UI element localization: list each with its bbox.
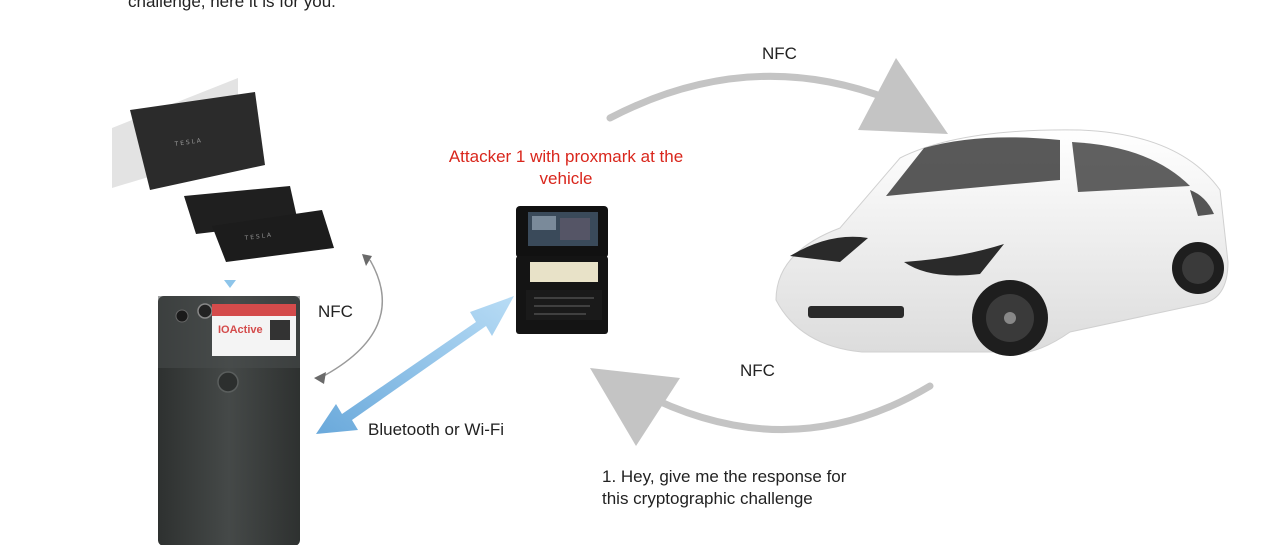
attacker-label-line1: Attacker 1 with proxmark at the xyxy=(448,147,684,166)
pointer-icon xyxy=(224,280,236,288)
key-cards: T E S L A xyxy=(184,186,334,262)
top-caption: challenge, here it is for you. xyxy=(128,0,336,11)
attacker-label: Attacker 1 with proxmark at the vehicle xyxy=(418,146,714,190)
bluetooth-label: Bluetooth or Wi-Fi xyxy=(368,420,505,439)
nfc-arrow-left xyxy=(314,254,384,384)
nfc-label-bottom: NFC xyxy=(740,361,775,380)
svg-text:T E S L A: T E S L A xyxy=(173,137,202,148)
nfc-label-top: NFC xyxy=(762,44,797,63)
nfc-arrow-top xyxy=(606,58,948,134)
key-card-folder: T E S L A xyxy=(112,78,265,190)
phone xyxy=(158,296,300,545)
attacker-label-line2: vehicle xyxy=(539,169,593,188)
bluetooth-arrow xyxy=(316,296,514,434)
nfc-label-left: NFC xyxy=(318,302,353,321)
nfc-arrow-bottom xyxy=(590,368,934,446)
svg-text:T E S L A: T E S L A xyxy=(243,232,272,242)
challenge-label-line2: this cryptographic challenge xyxy=(602,489,813,508)
challenge-label-line1: 1. Hey, give me the response for xyxy=(602,467,847,486)
phone-sticker-text: IOActive xyxy=(218,324,263,336)
proxmark-device xyxy=(516,206,608,334)
challenge-label: 1. Hey, give me the response for this cr… xyxy=(602,466,846,510)
car xyxy=(775,129,1229,356)
